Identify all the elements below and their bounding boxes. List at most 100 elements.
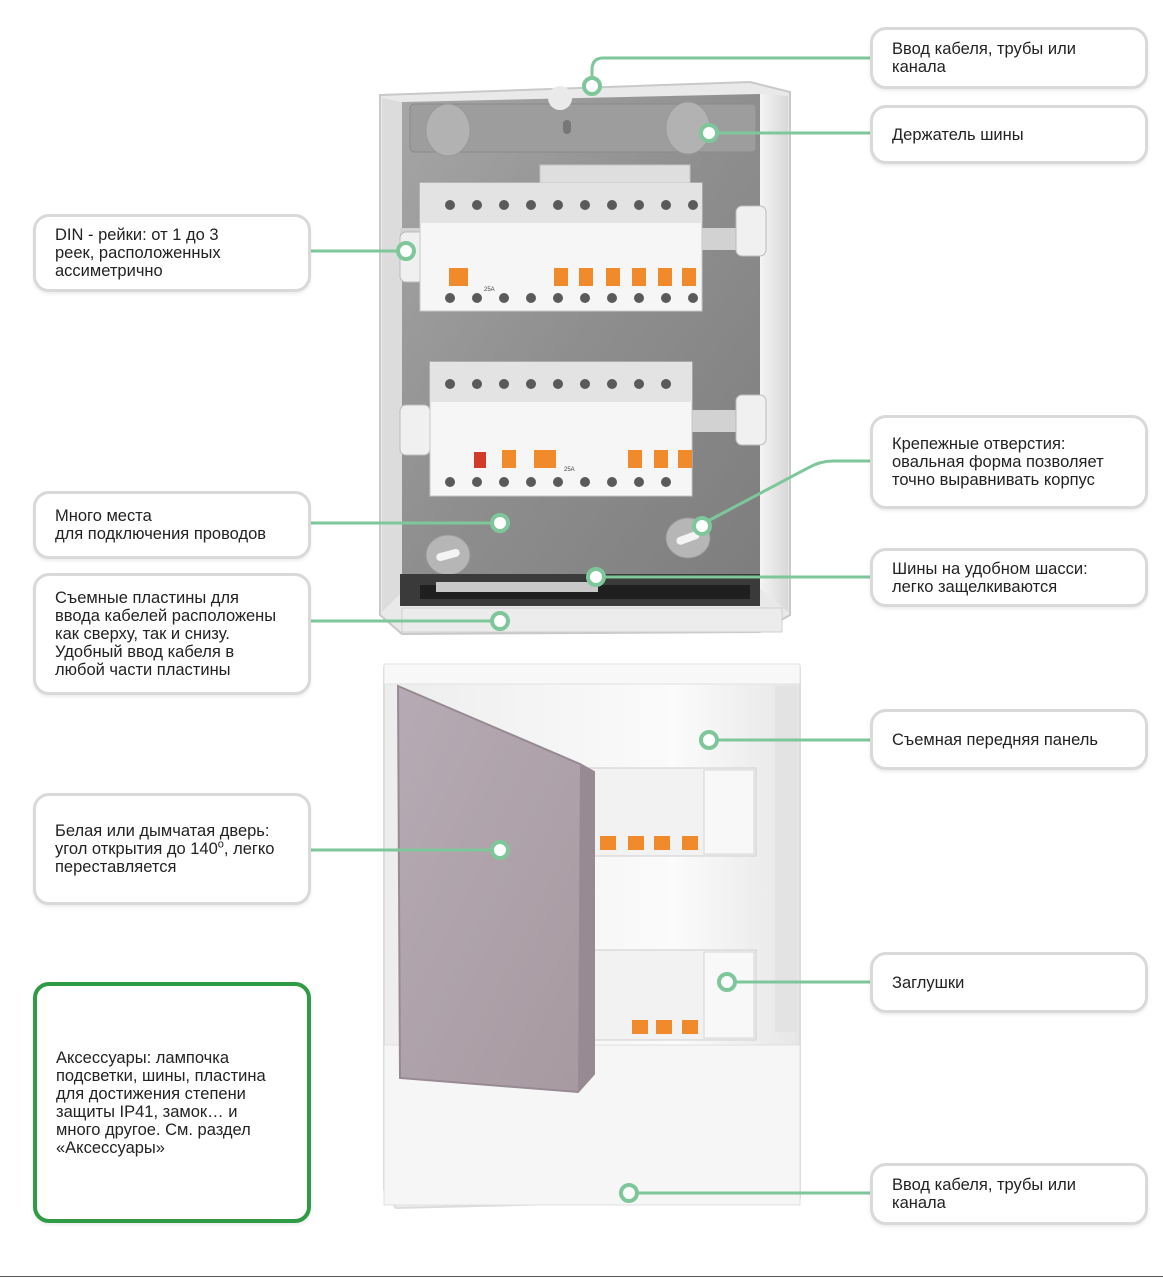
callout-cable-entry-bottom: Ввод кабеля, трубы или канала <box>870 1163 1148 1225</box>
breaker-toggle <box>682 1020 698 1034</box>
terminal-screw <box>607 379 617 389</box>
callout-door: Белая или дымчатая дверь: угол открытия … <box>33 793 311 905</box>
dot-bus-holder <box>699 123 719 143</box>
callout-cable-entry-top-text: Ввод кабеля, трубы или канала <box>892 40 1076 76</box>
breaker-toggle <box>632 268 646 286</box>
callout-mounting-holes: Крепежные отверстия: овальная форма позв… <box>870 415 1148 509</box>
breaker-toggle <box>682 268 696 286</box>
dot-bus-chassis <box>586 567 606 587</box>
terminal-screw <box>499 379 509 389</box>
callout-cable-entry-bottom-text: Ввод кабеля, трубы или канала <box>892 1176 1076 1212</box>
breaker-row-2: 25A <box>429 361 693 497</box>
terminal-screw <box>580 477 590 487</box>
callout-mounting-holes-text: Крепежные отверстия: овальная форма позв… <box>892 435 1104 489</box>
terminal-screw <box>661 477 671 487</box>
breaker-toggle <box>658 268 672 286</box>
terminal-screw <box>580 200 590 210</box>
breaker-rating-label: 25A <box>484 287 495 293</box>
terminal-screw <box>580 293 590 303</box>
terminal-screw <box>472 200 482 210</box>
terminal-screw <box>472 477 482 487</box>
terminal-screw <box>688 293 698 303</box>
breaker-row-1: 25A <box>419 182 703 312</box>
breaker-toggle <box>628 836 644 850</box>
breaker-rating-label-2: 25A <box>564 467 575 473</box>
terminal-screw <box>553 379 563 389</box>
callout-din-rails-text: DIN - рейки: от 1 до 3 реек, расположенн… <box>55 226 221 280</box>
terminal-screw <box>526 200 536 210</box>
dot-mounting-holes <box>692 516 712 536</box>
terminal-screw <box>526 379 536 389</box>
callout-door-text-post: , легко переставляется <box>55 840 275 876</box>
callout-bus-chassis: Шины на удобном шасси: легко защелкивают… <box>870 548 1148 607</box>
terminal-screw <box>607 477 617 487</box>
callout-blanking-plugs: Заглушки <box>870 952 1148 1013</box>
breaker-toggle <box>600 836 616 850</box>
callout-front-panel: Съемная передняя панель <box>870 709 1148 770</box>
callout-removable-plates: Съемные пластины для ввода кабелей распо… <box>33 573 311 695</box>
terminal-screw <box>553 200 563 210</box>
terminal-screw <box>688 200 698 210</box>
callout-cable-entry-top: Ввод кабеля, трубы или канала <box>870 27 1148 89</box>
breaker-toggle <box>606 268 620 286</box>
terminal-screw <box>499 200 509 210</box>
terminal-screw <box>472 293 482 303</box>
callout-accessories: Аксессуары: лампочка подсветки, шины, пл… <box>33 982 311 1223</box>
dot-front-panel <box>699 730 719 750</box>
breaker-toggle <box>502 450 516 468</box>
open-enclosure: 25A 25A <box>379 80 791 636</box>
breaker-toggle <box>654 450 668 468</box>
terminal-screw <box>445 477 455 487</box>
breaker-toggle <box>454 268 468 286</box>
callout-din-rails: DIN - рейки: от 1 до 3 реек, расположенн… <box>33 214 311 292</box>
terminal-screw <box>499 477 509 487</box>
callout-door-degree: o <box>217 838 224 851</box>
terminal-screw <box>526 293 536 303</box>
callout-wiring-space: Много места для подключения проводов <box>33 491 311 559</box>
terminal-screw <box>445 293 455 303</box>
breaker-toggle <box>682 836 698 850</box>
terminal-screw <box>607 200 617 210</box>
dot-blanking-plugs <box>717 972 737 992</box>
terminal-screw <box>634 200 644 210</box>
leader-lines <box>310 56 872 1195</box>
terminal-screw <box>634 379 644 389</box>
callout-removable-plates-text: Съемные пластины для ввода кабелей распо… <box>55 589 277 679</box>
terminal-screw <box>661 379 671 389</box>
dot-din-rails <box>396 241 416 261</box>
dot-cable-entry-top <box>582 76 602 96</box>
callout-blanking-plugs-text: Заглушки <box>892 973 965 992</box>
bottom-rule <box>0 1276 1163 1277</box>
breaker-toggle <box>579 268 593 286</box>
breaker-toggle <box>656 1020 672 1034</box>
callout-front-panel-text: Съемная передняя панель <box>892 730 1098 749</box>
callout-accessories-text: Аксессуары: лампочка подсветки, шины, пл… <box>56 1048 266 1157</box>
breaker-toggle <box>628 450 642 468</box>
callout-door-text-pre: Белая или дымчатая дверь: угол открытия … <box>55 822 270 858</box>
leader-dots <box>396 76 737 1203</box>
terminal-screw <box>499 293 509 303</box>
callout-bus-chassis-text: Шины на удобном шасси: легко защелкивают… <box>892 559 1088 596</box>
terminal-screw <box>634 293 644 303</box>
dot-removable-plates <box>490 611 510 631</box>
breaker-toggle <box>542 450 556 468</box>
dot-wiring-space <box>490 513 510 533</box>
breaker-toggle <box>654 836 670 850</box>
breaker-toggle <box>678 450 692 468</box>
dot-cable-entry-bottom <box>619 1183 639 1203</box>
callout-bus-holder: Держатель шины <box>870 105 1148 164</box>
callout-door-text: Белая или дымчатая дверь: угол открытия … <box>55 822 274 876</box>
closed-enclosure <box>383 663 801 1210</box>
terminal-screw <box>553 477 563 487</box>
terminal-screw <box>472 379 482 389</box>
terminal-screw <box>553 293 563 303</box>
bus-bar <box>400 574 760 606</box>
terminal-screw <box>661 200 671 210</box>
callout-bus-holder-text: Держатель шины <box>892 125 1024 144</box>
terminal-screw <box>445 200 455 210</box>
callout-wiring-space-text: Много места для подключения проводов <box>55 507 267 543</box>
breaker-toggle <box>632 1020 648 1034</box>
terminal-screw <box>607 293 617 303</box>
terminal-screw <box>580 379 590 389</box>
